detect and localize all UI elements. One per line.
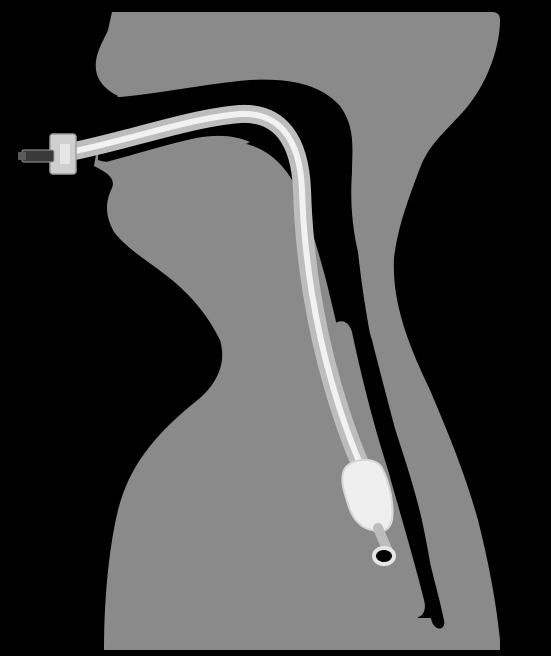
tube-connector-flange — [60, 144, 70, 164]
tube-connector-nozzle — [22, 150, 54, 162]
tube-tip-ring — [374, 548, 394, 564]
tube-connector-nozzle-tip — [18, 152, 26, 160]
